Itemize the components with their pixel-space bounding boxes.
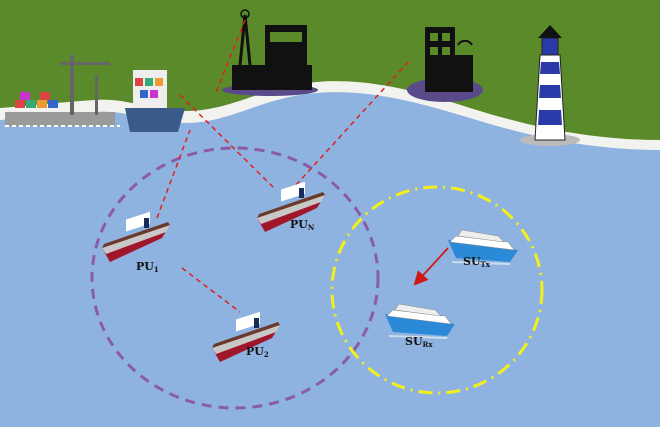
pu2-ship[interactable] [212,311,280,362]
pu2-label: PU2 [246,345,269,359]
pu1-ship[interactable] [102,211,170,262]
link-pun-building [295,59,411,186]
pu1-label: PU1 [136,260,159,274]
sutx-to-surx-arrow [413,247,449,286]
pun-ship[interactable] [257,181,325,232]
pun-label: PUN [290,218,315,232]
port-icon [5,55,120,127]
link-tower [214,19,246,96]
surx-label: SURx [405,335,433,349]
pun-label-main: PU [290,218,308,231]
building-icon [407,27,483,102]
sutx-label: SUTx [463,255,491,269]
sutx-label-sub: Tx [481,260,491,269]
surx-ship[interactable] [385,303,455,339]
surx-label-sub: Rx [423,340,434,349]
pu1-label-sub: 1 [154,265,159,274]
lighthouse-icon [520,25,580,146]
sutx-ship[interactable] [448,229,518,265]
sutx-label-main: SU [463,255,481,268]
control-tower-icon [222,9,318,96]
pu1-label-main: PU [136,260,154,273]
link-pu1-port [156,129,191,219]
pu2-label-main: PU [246,345,264,358]
primary-user-zone [90,146,380,410]
link-pu1-pu2 [181,267,241,313]
pun-label-sub: N [308,223,315,232]
container-ship-icon [125,70,185,132]
surx-label-main: SU [405,335,423,348]
secondary-user-zone [330,185,544,395]
link-port-pun [179,94,277,191]
primary-links [156,19,411,313]
pu2-label-sub: 2 [264,350,269,359]
